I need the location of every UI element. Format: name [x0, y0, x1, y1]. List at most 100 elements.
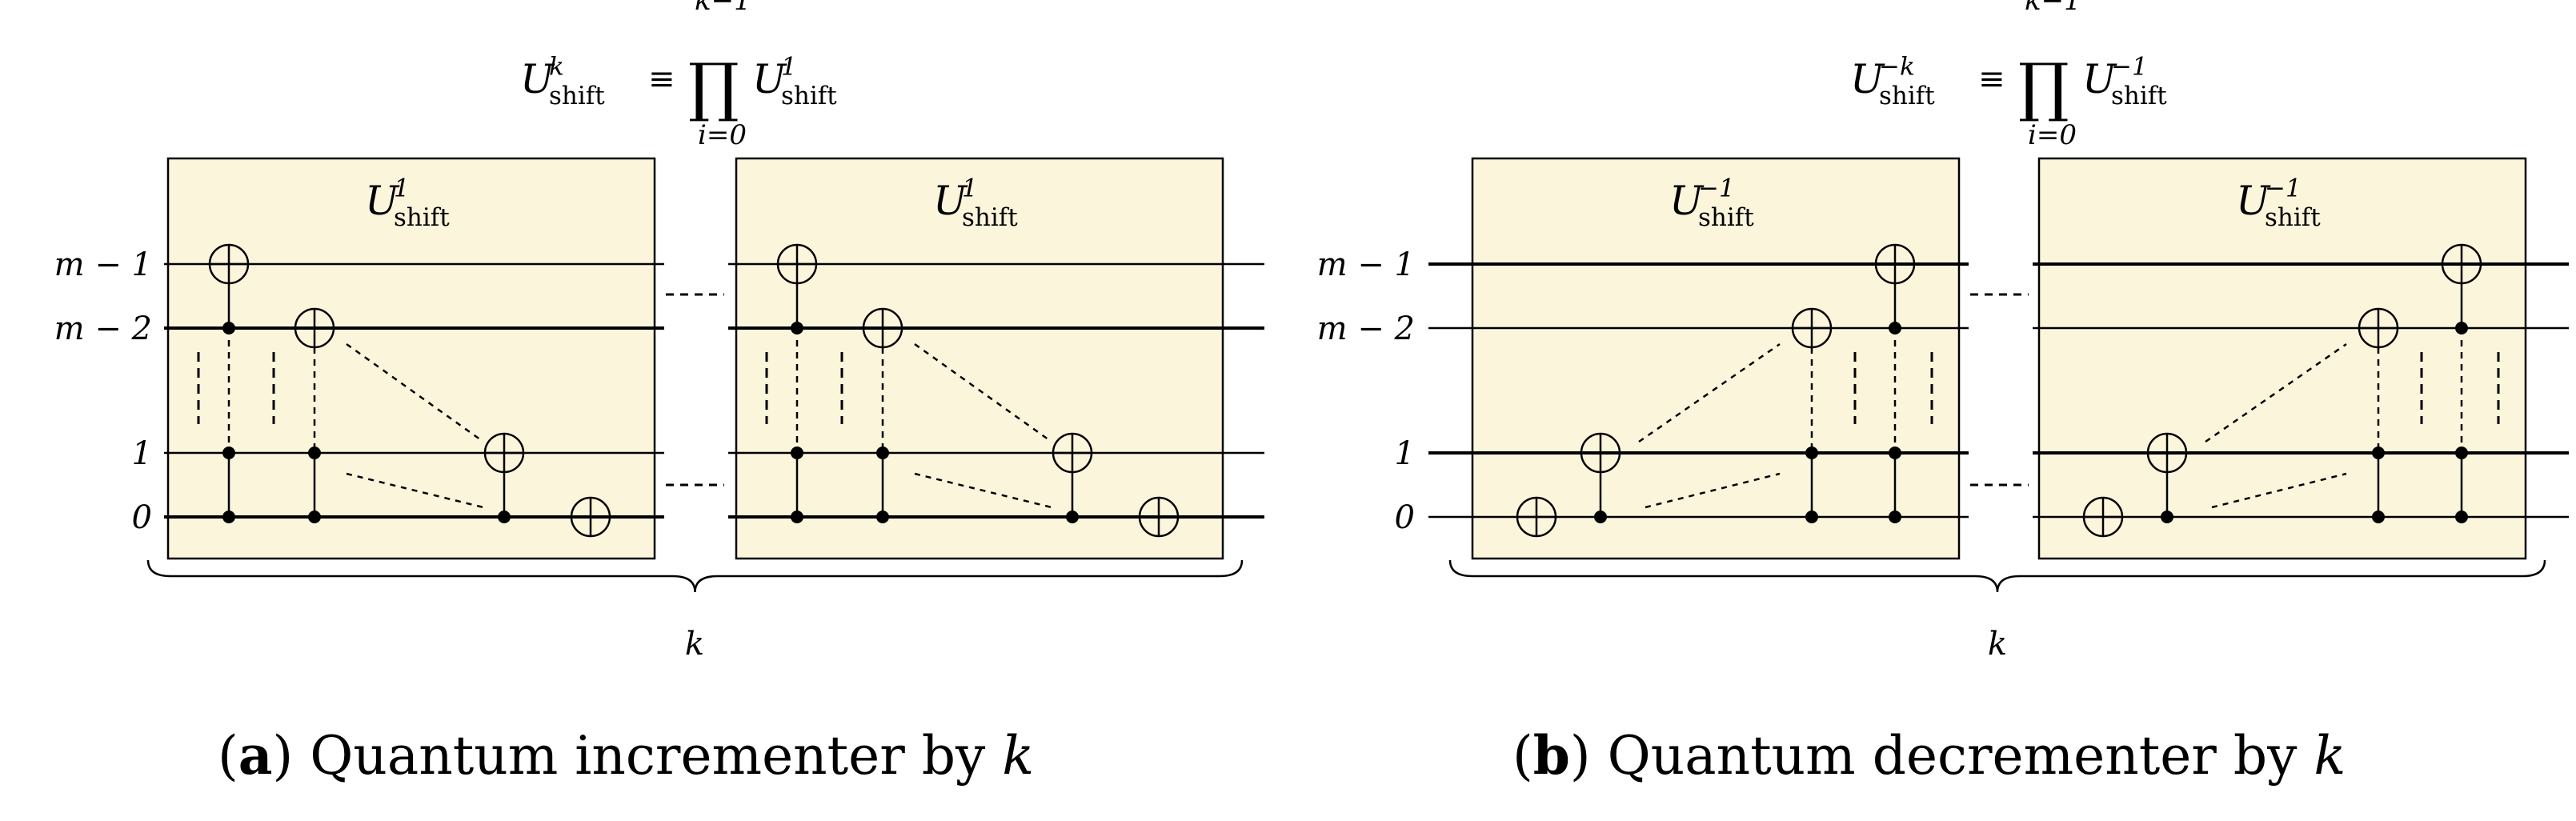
formula-b: ≡ ∏ k−1 i=0	[1978, 0, 2081, 151]
shift-block-a-1	[166, 157, 656, 560]
control-dot-icon	[876, 511, 889, 523]
control-dot-icon	[222, 511, 235, 523]
control-dot-icon	[2372, 511, 2385, 523]
wire-label-m-1: m − 1	[1317, 246, 1415, 283]
formula-prod-top: k−1	[695, 0, 751, 17]
control-dot-icon	[2161, 511, 2173, 523]
formula-prod-bottom: i=0	[2028, 119, 2077, 151]
cnot-target-icon	[1791, 307, 1833, 349]
wire-label-1: 1	[1395, 435, 1415, 472]
formula-equiv: ≡	[1978, 61, 2005, 98]
cnot-target-icon	[1874, 243, 1916, 285]
ellipsis-diag	[1645, 472, 1781, 509]
u-sup: k	[549, 53, 564, 82]
u-sub: shift	[2111, 82, 2167, 110]
brace-a	[146, 559, 1244, 593]
wire-label-m-1: m − 1	[54, 246, 152, 283]
control-dot-icon	[2455, 447, 2468, 459]
control-dot-icon	[222, 447, 235, 459]
cnot-target-icon	[2082, 496, 2124, 538]
control-dot-icon	[308, 511, 321, 523]
u-sup: −1	[2111, 53, 2148, 82]
control-dot-icon	[2372, 447, 2385, 459]
wire-label-m-2: m − 2	[1317, 310, 1415, 347]
shift-block-b-1	[1471, 157, 1961, 560]
wire-label-1: 1	[132, 435, 152, 472]
control-dot-icon	[1889, 511, 1901, 523]
u-sup: −k	[1879, 53, 1915, 82]
brace-label-b: k	[1988, 626, 2007, 663]
shift-block-b-2	[2037, 157, 2527, 560]
control-dot-icon	[2455, 511, 2468, 523]
cnot-target-icon	[2358, 307, 2399, 349]
caption-a: (a) Quantum incrementer by k	[218, 724, 1035, 787]
u-base: U	[1850, 56, 1885, 102]
u-sub: shift	[781, 82, 837, 110]
cnot-target-icon	[862, 307, 903, 349]
cnot-target-icon	[208, 243, 250, 285]
control-dot-icon	[1066, 511, 1079, 523]
shift-block-a-2	[735, 157, 1224, 560]
u-base: U	[752, 56, 787, 102]
control-dot-icon	[876, 447, 889, 459]
wire-label-0: 0	[1395, 499, 1415, 536]
u-sub: shift	[394, 203, 450, 232]
formula-equiv: ≡	[648, 61, 675, 98]
cnot-target-icon	[570, 496, 611, 538]
wire-label-0: 0	[132, 499, 152, 536]
cnot-target-icon	[1052, 432, 1093, 474]
ellipsis-diag	[914, 472, 1052, 509]
u-sup: 1	[962, 174, 978, 203]
ellipsis-diag	[2211, 472, 2347, 509]
u-sup: 1	[781, 53, 797, 82]
brace-b	[1448, 559, 2546, 593]
cnot-target-icon	[1580, 432, 1621, 474]
control-dot-icon	[791, 322, 803, 334]
u-base: U	[520, 56, 555, 102]
u-base: U	[2236, 178, 2271, 224]
control-dot-icon	[222, 322, 235, 334]
u-base: U	[2082, 56, 2117, 102]
control-dot-icon	[498, 511, 511, 523]
cnot-target-icon	[2441, 243, 2482, 285]
control-dot-icon	[791, 447, 803, 459]
caption-b: (b) Quantum decrementer by k	[1512, 724, 2346, 787]
u-base: U	[365, 178, 400, 224]
brace-label-a: k	[685, 626, 704, 663]
cnot-target-icon	[1516, 496, 1557, 538]
cnot-target-icon	[1138, 496, 1180, 538]
formula-a: ≡ ∏ k−1 i=0	[648, 0, 751, 151]
u-sub: shift	[2265, 203, 2321, 232]
formula-product: ∏	[2018, 50, 2069, 124]
u-sup: −1	[1698, 174, 1735, 203]
u-sub: shift	[1879, 82, 1935, 110]
u-sub: shift	[549, 82, 605, 110]
control-dot-icon	[1594, 511, 1607, 523]
u-sup: −1	[2265, 174, 2302, 203]
control-dot-icon	[1805, 447, 1818, 459]
control-dot-icon	[1805, 511, 1818, 523]
control-dot-icon	[308, 447, 321, 459]
cnot-target-icon	[776, 243, 818, 285]
ellipsis-diag	[346, 472, 484, 509]
wire-label-m-2: m − 2	[54, 310, 152, 347]
formula-product: ∏	[688, 50, 739, 124]
cnot-target-icon	[483, 432, 525, 474]
cnot-target-icon	[294, 307, 335, 349]
control-dot-icon	[2455, 322, 2468, 334]
u-sup: 1	[394, 174, 410, 203]
control-dot-icon	[1889, 322, 1901, 334]
formula-prod-top: k−1	[2025, 0, 2081, 17]
u-base: U	[933, 178, 968, 224]
formula-prod-bottom: i=0	[698, 119, 747, 151]
control-dot-icon	[791, 511, 803, 523]
